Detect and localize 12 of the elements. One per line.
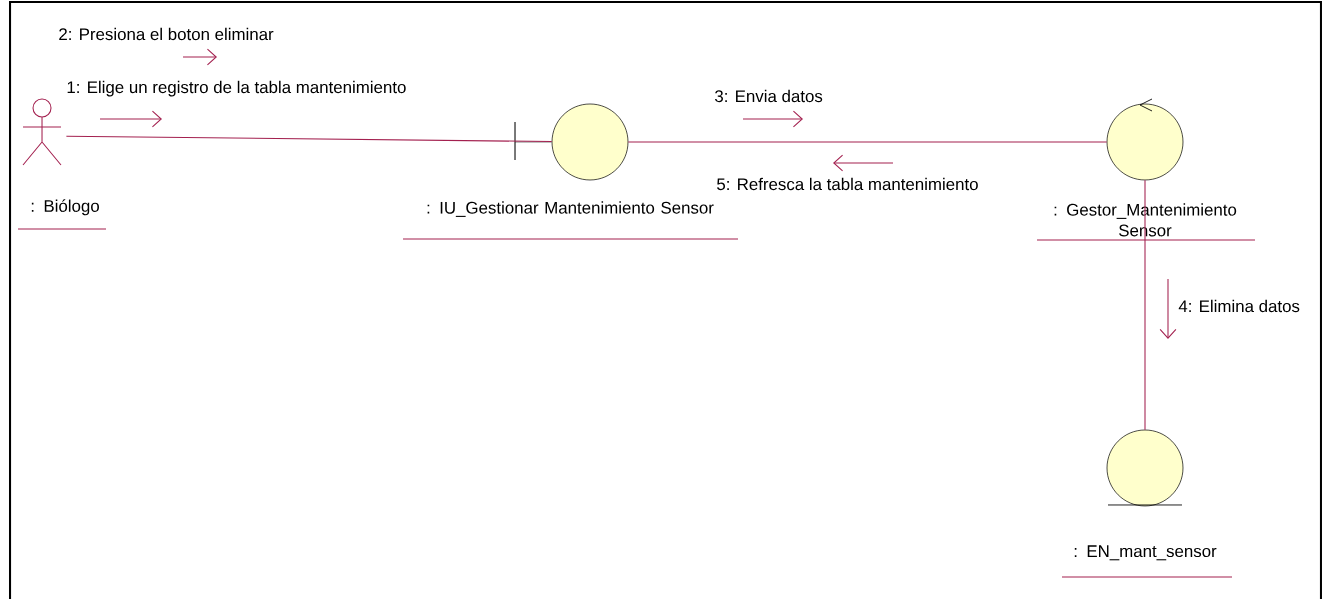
message-label: 5: Refresca la tabla mantenimiento	[717, 177, 978, 191]
message-label: 1: Elige un registro de la tabla mantenimiento	[67, 80, 406, 97]
object-name: : EN_mant_sensor	[1061, 545, 1233, 578]
message-label: 2: Presiona el boton eliminar	[59, 27, 274, 41]
message-label: 4: Elimina datos	[1178, 299, 1300, 313]
object-name: : Biólogo	[17, 199, 107, 230]
link-line	[1144, 179, 1146, 431]
link-line	[65, 135, 553, 143]
link-line	[627, 141, 1108, 143]
object-name: : IU_Gestionar Mantenimiento Sensor	[402, 201, 739, 240]
object-name: : Gestor_Mantenimiento Sensor	[1036, 203, 1256, 241]
message-label: 3: Envia datos	[715, 89, 823, 103]
